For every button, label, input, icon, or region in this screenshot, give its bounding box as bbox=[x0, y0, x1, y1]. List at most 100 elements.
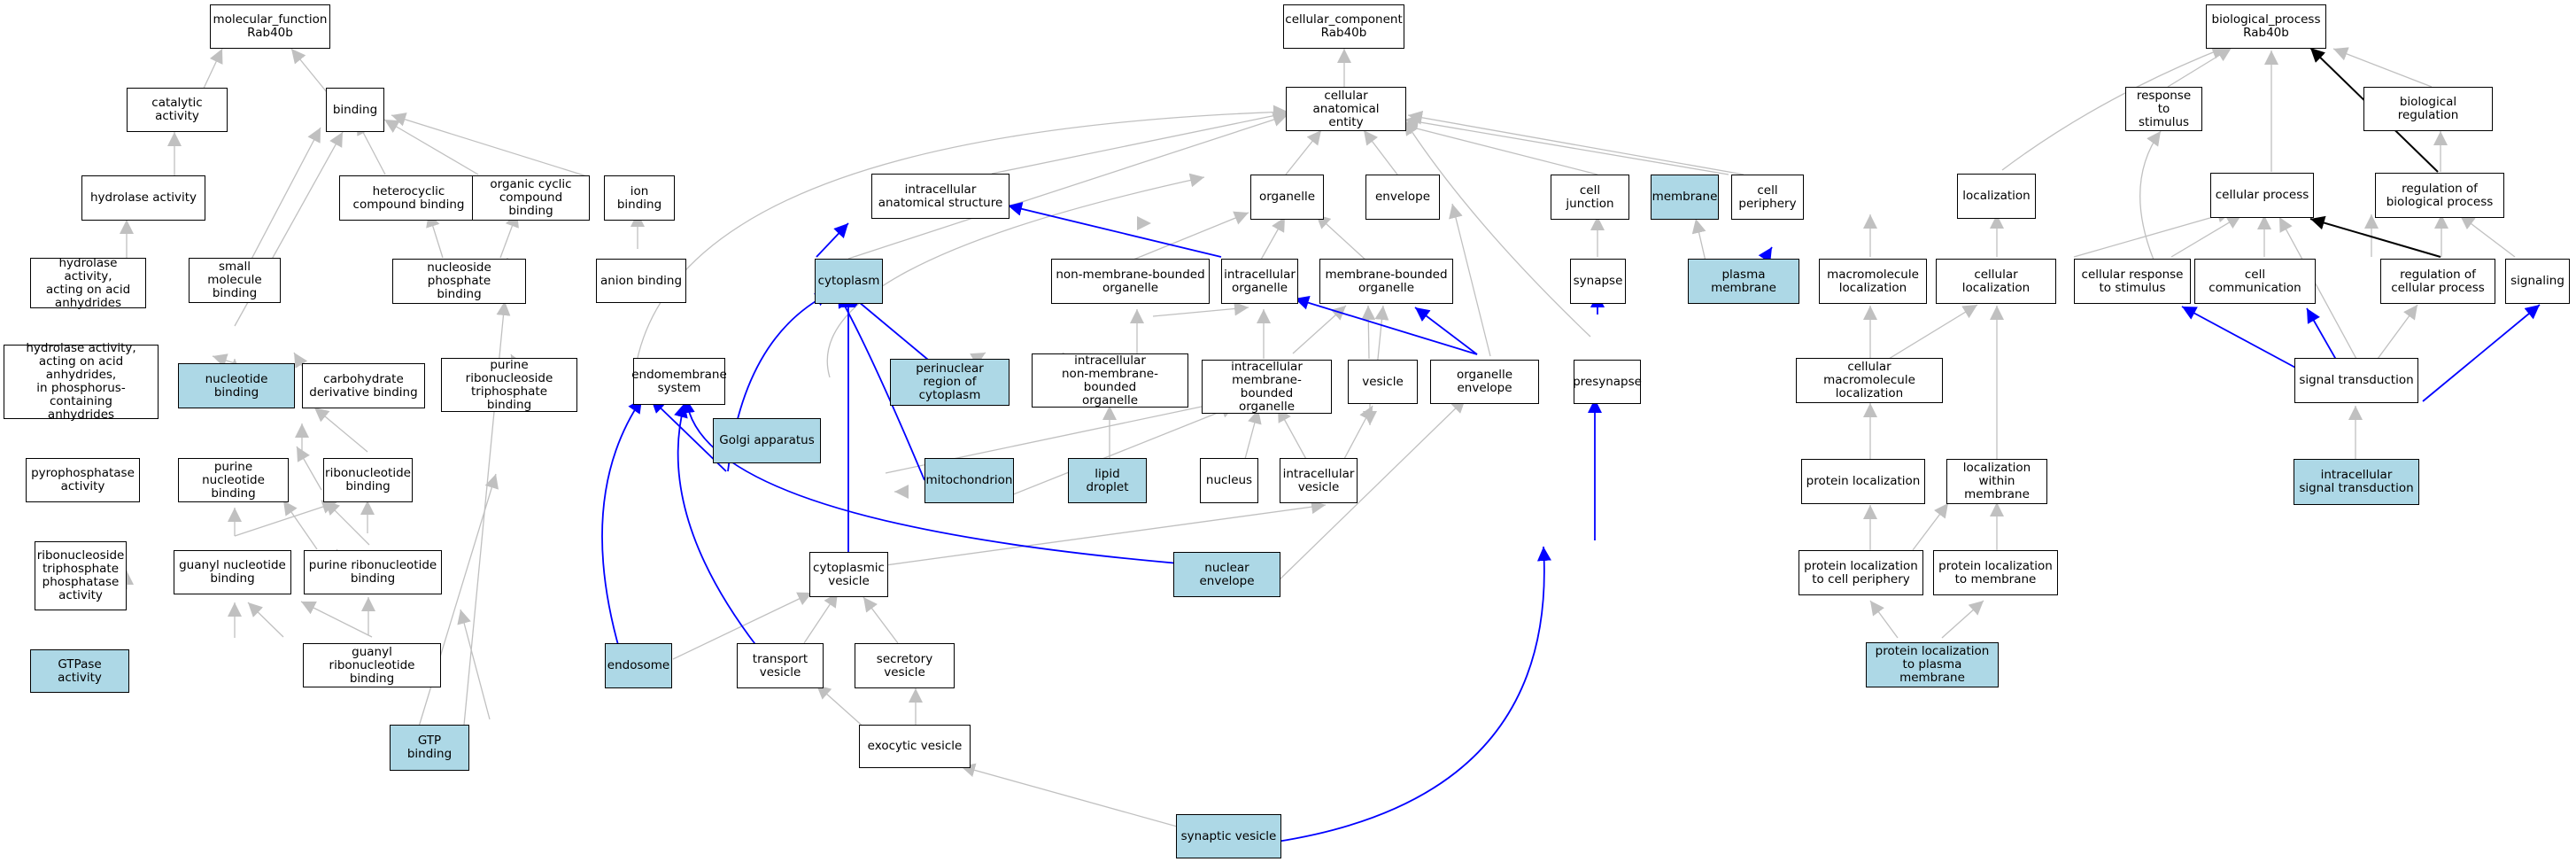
edge bbox=[863, 596, 899, 644]
edge-blue bbox=[2422, 304, 2541, 402]
go-term-node: hydrolase activity bbox=[81, 175, 205, 221]
edge bbox=[634, 105, 1288, 372]
go-term-node: endosome bbox=[605, 643, 672, 688]
go-term-node: cellular macromolecule localization bbox=[1796, 358, 1943, 403]
edge bbox=[2332, 47, 2433, 88]
edge bbox=[383, 119, 479, 175]
go-term-node: synapse bbox=[1570, 259, 1626, 304]
edge bbox=[1128, 211, 1249, 262]
edge bbox=[234, 500, 337, 537]
edge bbox=[1404, 120, 1591, 338]
go-term-node: cytoplasmic vesicle bbox=[809, 552, 888, 597]
go-term-node: presynapse bbox=[1573, 360, 1642, 404]
go-term-node: secretory vesicle bbox=[855, 643, 955, 688]
go-term-node: perinuclear region of cytoplasm bbox=[890, 359, 1010, 406]
edge bbox=[1285, 129, 1322, 175]
go-term-node: organelle bbox=[1250, 175, 1324, 220]
edge bbox=[1006, 404, 1236, 498]
edge bbox=[847, 113, 1288, 260]
edge bbox=[247, 602, 284, 638]
go-term-node: binding bbox=[326, 88, 384, 132]
edge-blue bbox=[1414, 307, 1478, 355]
go-term-node: guanyl nucleotide binding bbox=[174, 550, 291, 594]
go-term-node: intracellular signal transduction bbox=[2294, 459, 2419, 505]
edge bbox=[313, 407, 368, 453]
edge bbox=[1869, 600, 1899, 639]
edge-blue bbox=[674, 402, 758, 648]
go-term-node: guanyl ribonucleotide binding bbox=[303, 643, 441, 687]
edge bbox=[816, 684, 867, 730]
edge bbox=[300, 601, 373, 638]
go-term-node: ion binding bbox=[604, 175, 675, 221]
edge bbox=[324, 500, 370, 546]
edge bbox=[2278, 216, 2357, 360]
go-term-node: cellular anatomical entity bbox=[1286, 87, 1406, 131]
go-term-node: non-membrane-bounded organelle bbox=[1051, 259, 1210, 304]
go-term-node: nuclear envelope bbox=[1173, 552, 1280, 597]
go-term-node: endomembrane system bbox=[631, 358, 727, 405]
go-term-node: catalytic activity bbox=[127, 88, 228, 132]
edge bbox=[290, 48, 328, 93]
go-term-node: biological_process Rab40b bbox=[2206, 4, 2326, 49]
go-term-node: small molecule binding bbox=[189, 258, 281, 303]
edge bbox=[2167, 47, 2232, 88]
edge bbox=[1398, 120, 1598, 175]
go-term-node: protein localization to membrane bbox=[1933, 550, 2058, 595]
go-term-node: macromolecule localization bbox=[1819, 259, 1927, 304]
go-term-node: transport vesicle bbox=[737, 643, 824, 688]
go-term-node: GTPase activity bbox=[30, 649, 129, 693]
go-term-node: intracellular organelle bbox=[1221, 259, 1298, 304]
edge-blue bbox=[847, 292, 929, 361]
go-term-node: cell periphery bbox=[1731, 175, 1804, 220]
edge bbox=[391, 113, 591, 178]
go-term-node: organic cyclic compound binding bbox=[472, 175, 590, 221]
edge-black bbox=[2309, 215, 2441, 258]
go-term-node: membrane bbox=[1651, 175, 1719, 220]
edge bbox=[415, 473, 499, 736]
edge bbox=[1152, 301, 1249, 317]
go-term-node: heterocyclic compound binding bbox=[339, 175, 478, 221]
edge bbox=[2001, 45, 2227, 171]
go-term-node: anion binding bbox=[596, 259, 686, 303]
edge-blue bbox=[1276, 546, 1551, 843]
edge bbox=[1273, 398, 1466, 586]
go-term-node: cellular localization bbox=[1936, 259, 2056, 304]
go-term-node: cell communication bbox=[2194, 259, 2316, 304]
go-term-node: mitochondrion bbox=[924, 458, 1014, 503]
edge bbox=[2170, 214, 2242, 258]
go-term-node: membrane-bounded organelle bbox=[1319, 259, 1453, 304]
edge-blue bbox=[680, 398, 1190, 565]
go-term-node: biological regulation bbox=[2363, 87, 2493, 131]
go-term-node: organelle envelope bbox=[1430, 360, 1539, 404]
go-term-node: plasma membrane bbox=[1688, 259, 1799, 304]
edge bbox=[826, 173, 1205, 378]
go-term-node: lipid droplet bbox=[1068, 458, 1147, 503]
edge bbox=[457, 609, 491, 720]
go-term-node: intracellular vesicle bbox=[1280, 458, 1358, 503]
go-term-node: ribonucleotide binding bbox=[323, 458, 413, 502]
edge bbox=[1260, 216, 1286, 260]
go-term-node: regulation of biological process bbox=[2375, 173, 2504, 218]
edge bbox=[1407, 110, 1744, 175]
go-term-node: localization bbox=[1957, 174, 2036, 219]
go-term-node: cell junction bbox=[1551, 175, 1629, 220]
go-term-node: ribonucleoside triphosphate phosphatase … bbox=[35, 541, 127, 610]
edge bbox=[865, 500, 1327, 569]
edge bbox=[1941, 600, 1984, 639]
edge bbox=[1292, 305, 1347, 354]
edge bbox=[1912, 502, 1949, 551]
go-term-node: regulation of cellular process bbox=[2380, 259, 2495, 304]
edge bbox=[1361, 305, 1376, 360]
edge bbox=[1244, 408, 1262, 460]
edge bbox=[1277, 407, 1308, 462]
edge-blue bbox=[837, 292, 925, 481]
go-term-node: hydrolase activity, acting on acid anhyd… bbox=[4, 342, 159, 422]
edge bbox=[212, 353, 236, 368]
go-term-node: purine ribonucleoside triphosphate bindi… bbox=[441, 358, 577, 412]
go-term-node: nucleus bbox=[1200, 458, 1258, 503]
go-term-node: intracellular anatomical structure bbox=[871, 174, 1010, 219]
edge bbox=[1404, 114, 1729, 175]
edge bbox=[991, 108, 1290, 175]
go-term-node: vesicle bbox=[1348, 360, 1418, 404]
